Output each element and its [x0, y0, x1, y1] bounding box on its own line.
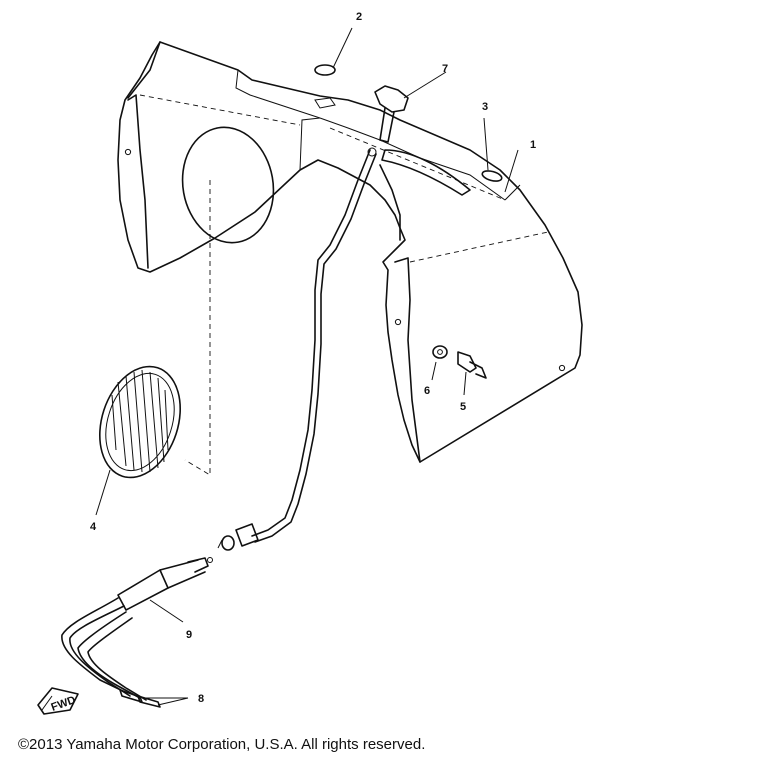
headlight-lens: [95, 365, 182, 516]
shroud-cover: [117, 41, 583, 463]
grommet: [314, 27, 353, 76]
grip-wire-assembly: [61, 557, 213, 708]
callout-8: 8: [198, 693, 204, 705]
callout-3: 3: [482, 101, 488, 113]
headlight-opening: [181, 126, 275, 476]
switch: [367, 71, 447, 157]
callout-1: 1: [530, 139, 536, 151]
callout-2: 2: [356, 11, 362, 23]
callout-4: 4: [90, 521, 97, 533]
callout-7: 7: [442, 63, 448, 75]
callout-9: 9: [186, 629, 192, 641]
copyright-notice: ©2013 Yamaha Motor Corporation, U.S.A. A…: [18, 736, 426, 753]
grommet-small: [481, 117, 503, 182]
wire-harness: [217, 149, 401, 551]
bolt: [457, 351, 487, 396]
washer: [431, 345, 448, 381]
callout-5: 5: [460, 401, 466, 413]
forward-direction-arrow: FWD: [37, 687, 79, 715]
callout-6: 6: [424, 385, 430, 397]
